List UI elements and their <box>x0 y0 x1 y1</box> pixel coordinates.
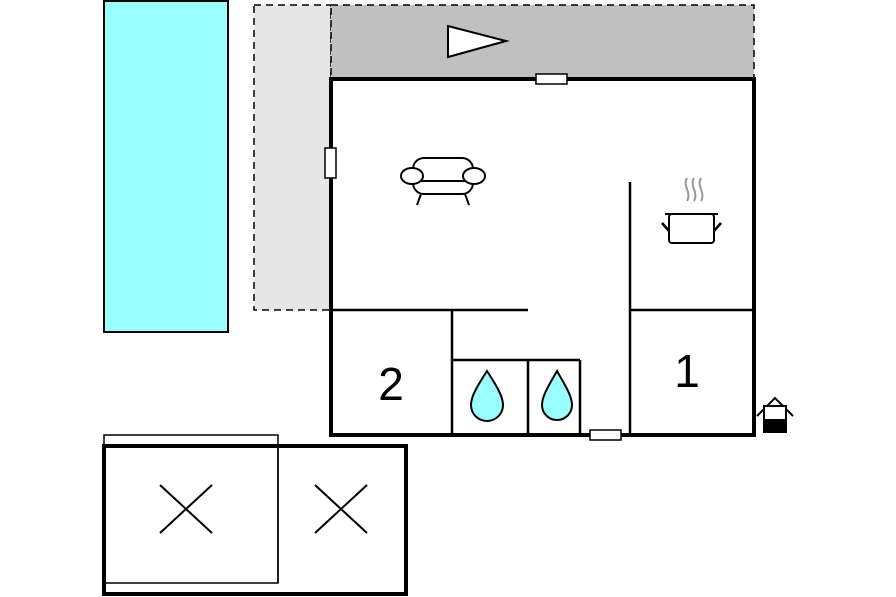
house-outline <box>329 77 756 437</box>
house-entrance-icon <box>756 396 794 433</box>
cooking-pot-icon <box>661 177 722 244</box>
window-top <box>535 73 568 85</box>
window-left <box>324 147 337 179</box>
pool <box>103 0 229 333</box>
annex <box>102 434 408 596</box>
top-terrace <box>330 4 755 80</box>
side-terrace <box>253 4 332 311</box>
cross-mark-icon <box>314 484 368 534</box>
cross-mark-icon <box>159 484 213 534</box>
interior-walls <box>331 182 754 435</box>
water-drop-icon <box>469 369 505 422</box>
room-number-2: 2 <box>378 358 404 410</box>
room-number-1: 1 <box>674 345 700 397</box>
water-drop-icon <box>540 368 574 421</box>
door-bottom <box>589 429 622 441</box>
sofa-icon <box>400 157 486 206</box>
arrow-right-icon <box>447 24 510 59</box>
